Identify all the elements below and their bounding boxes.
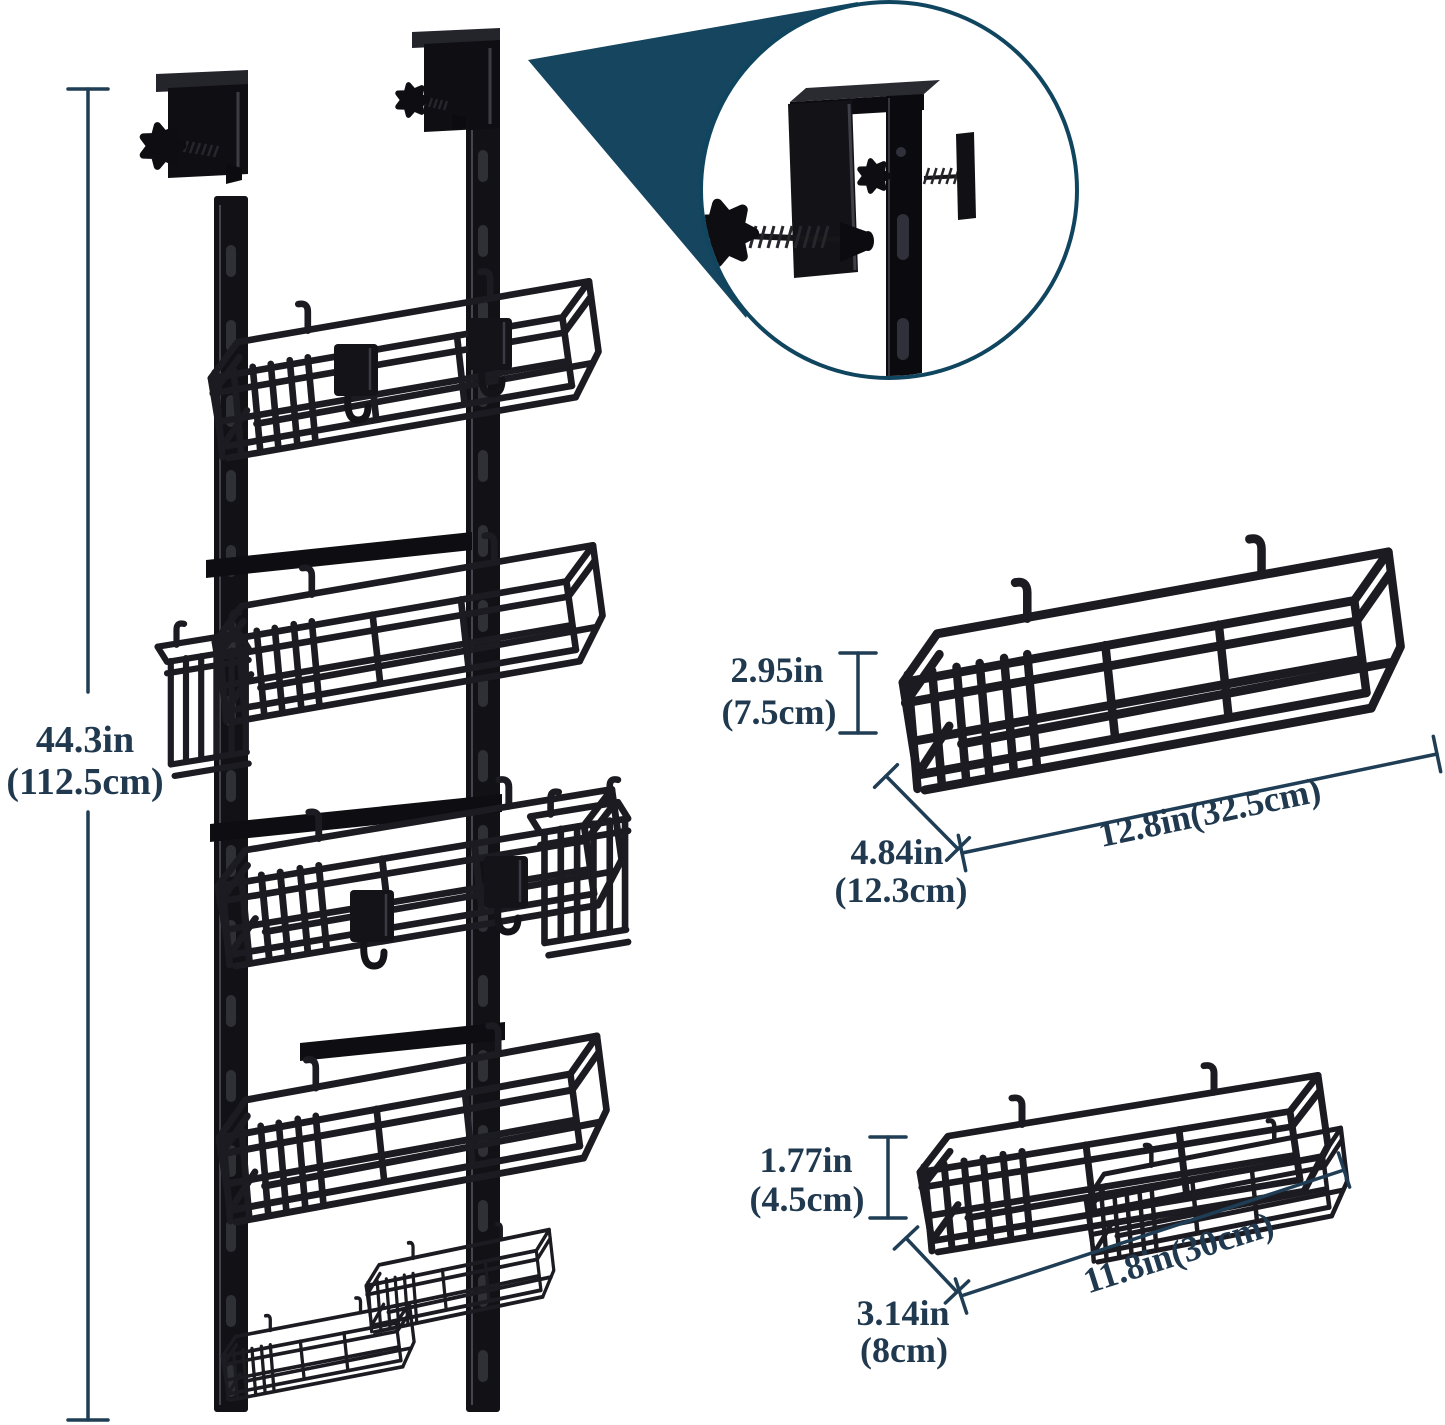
large-shelf-depth-in: 4.84in [850, 832, 943, 872]
main-rack-illustration [143, 28, 628, 1412]
left-door-hook [143, 70, 248, 184]
right-door-hook [398, 28, 500, 132]
rack-basket-4 [219, 1026, 607, 1222]
rack-basket-5 [220, 1296, 416, 1402]
small-shelf-depth-cm: (8cm) [860, 1330, 948, 1370]
large-shelf-dimensions [838, 651, 1443, 873]
overall-height-dimension [66, 87, 110, 1422]
overall-height-label-in: 44.3in [36, 719, 134, 761]
small-shelf-height-in: 1.77in [759, 1140, 852, 1180]
star-knob-icon [143, 126, 183, 166]
large-shelf-height-cm: (7.5cm) [722, 692, 837, 732]
clamp-detail-illustration [697, 80, 976, 376]
overall-height-label-cm: (112.5cm) [6, 761, 163, 803]
star-knob-icon [398, 85, 428, 115]
large-shelf-illustration [903, 539, 1401, 790]
rack-bottom-tray [364, 1222, 556, 1334]
small-shelf-height-cm: (4.5cm) [750, 1179, 865, 1219]
large-shelf-depth-cm: (12.3cm) [835, 870, 968, 910]
rack-basket-1 [211, 271, 599, 458]
large-shelf-height-in: 2.95in [730, 650, 823, 690]
small-shelf-depth-in: 3.14in [856, 1293, 949, 1333]
small-shelf-dimensions [868, 1135, 1352, 1315]
side-caddy-right [530, 779, 628, 955]
large-shelf-length: 12.8in(32.5cm) [1095, 770, 1324, 855]
accessory-hook-icon [350, 890, 394, 966]
